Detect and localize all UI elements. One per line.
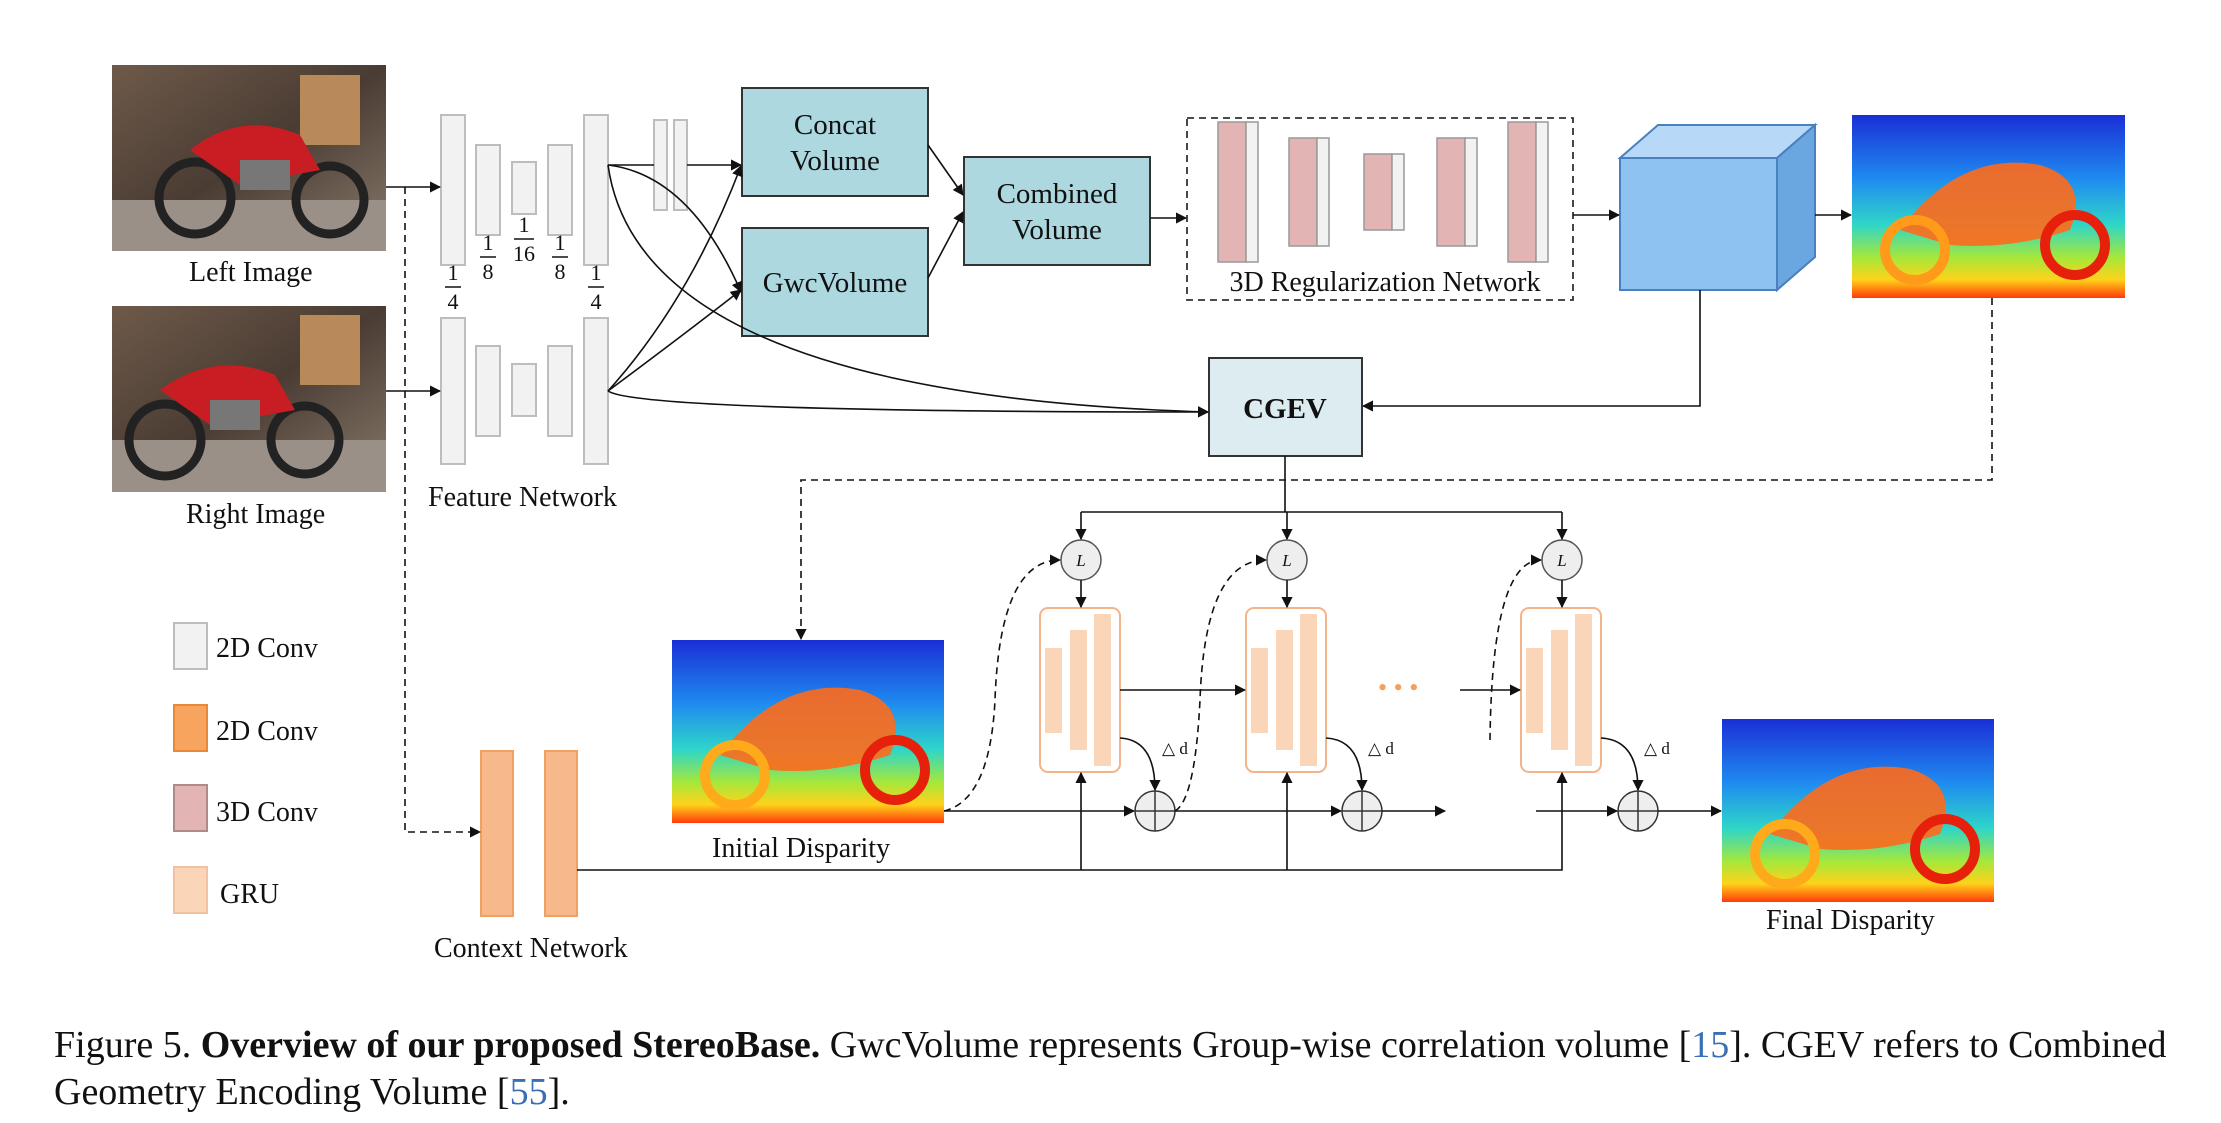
caption-text-2: ]. CGEV refers to Combined Geometry Enco… <box>54 1024 2167 1113</box>
svg-text:16: 16 <box>513 241 535 266</box>
svg-text:L: L <box>1556 551 1566 570</box>
gru-block-3 <box>1520 607 1602 773</box>
dashed-connections <box>404 187 1993 838</box>
feature-scale-fractions: 14 18 116 18 14 <box>445 212 604 314</box>
caption-text-3: ]. <box>547 1071 570 1113</box>
regularization-network: 3D Regularization Network <box>1186 117 1574 301</box>
caption-prefix: Figure 5. <box>54 1024 201 1066</box>
cost-volume-cube <box>1617 122 1818 293</box>
right-image-label: Right Image <box>186 499 325 530</box>
svg-text:Volume: Volume <box>1012 214 1102 246</box>
citation-link-55[interactable]: 55 <box>509 1071 548 1113</box>
delta-label-3: △ d <box>1644 739 1670 758</box>
svg-text:Concat: Concat <box>794 109 876 141</box>
regularization-label: 3D Regularization Network <box>1229 267 1540 298</box>
caption-text-1: GwcVolume represents Group-wise correlat… <box>820 1024 1692 1066</box>
add-node-1 <box>1134 790 1176 832</box>
gru-block-2 <box>1245 607 1327 773</box>
left-image <box>112 65 386 251</box>
svg-text:1: 1 <box>555 230 566 255</box>
legend-item-3d-conv: 3D Conv <box>173 784 318 832</box>
svg-text:1: 1 <box>483 230 494 255</box>
lookup-node-2: L <box>1266 539 1308 581</box>
feature-network-label: Feature Network <box>428 482 617 513</box>
initial-disparity-label: Initial Disparity <box>712 833 890 864</box>
lookup-node-3: L <box>1541 539 1583 581</box>
feature-network-right <box>440 317 609 465</box>
svg-text:4: 4 <box>448 289 459 314</box>
coarse-disparity-map <box>1852 115 2125 298</box>
svg-text:4: 4 <box>591 289 602 314</box>
scale-fraction-0: 14 <box>445 260 461 314</box>
caption-title: Overview of our proposed StereoBase. <box>200 1024 821 1066</box>
scale-fraction-3: 18 <box>552 230 568 284</box>
svg-text:1: 1 <box>591 260 602 285</box>
svg-text:2D Conv: 2D Conv <box>216 633 318 664</box>
svg-text:1: 1 <box>448 260 459 285</box>
svg-text:1: 1 <box>519 212 530 237</box>
svg-text:GwcVolume: GwcVolume <box>763 267 907 299</box>
small-conv-pair <box>653 119 688 211</box>
concat-volume-box: Concat Volume <box>741 87 929 197</box>
gru-block-1 <box>1039 607 1121 773</box>
svg-text:CGEV: CGEV <box>1243 393 1327 425</box>
context-network <box>480 750 578 917</box>
svg-text:Volume: Volume <box>790 145 880 177</box>
delta-label-1: △ d <box>1162 739 1188 758</box>
gwc-volume-box: GwcVolume <box>741 227 929 337</box>
add-node-3 <box>1617 790 1659 832</box>
legend-item-gru: GRU <box>173 866 279 914</box>
initial-disparity-map <box>672 640 944 823</box>
right-image <box>112 306 386 492</box>
svg-text:L: L <box>1075 551 1085 570</box>
legend-item-2d-conv-gray: 2D Conv <box>173 622 318 670</box>
lookup-node-1: L <box>1060 539 1102 581</box>
delta-label-2: △ d <box>1368 739 1394 758</box>
svg-text:Combined: Combined <box>997 178 1118 210</box>
add-node-2 <box>1341 790 1383 832</box>
scale-fraction-2: 116 <box>513 212 535 266</box>
legend-item-2d-conv-orange: 2D Conv <box>173 704 318 752</box>
legend: 2D Conv 2D Conv 3D Conv GRU <box>173 622 318 914</box>
figure-caption: Figure 5. Overview of our proposed Stere… <box>54 1022 2214 1116</box>
final-disparity-label: Final Disparity <box>1766 905 1935 936</box>
iteration-ellipsis: • • • <box>1378 673 1418 702</box>
combined-volume-box: Combined Volume <box>963 156 1151 266</box>
final-disparity-map <box>1722 719 1994 902</box>
svg-text:L: L <box>1281 551 1291 570</box>
svg-text:3D Conv: 3D Conv <box>216 797 318 828</box>
svg-text:GRU: GRU <box>220 879 279 910</box>
context-network-label: Context Network <box>434 933 628 964</box>
svg-text:8: 8 <box>555 259 566 284</box>
svg-text:2D Conv: 2D Conv <box>216 716 318 747</box>
scale-fraction-4: 14 <box>588 260 604 314</box>
citation-link-15[interactable]: 15 <box>1691 1024 1730 1066</box>
svg-text:8: 8 <box>483 259 494 284</box>
left-image-label: Left Image <box>189 257 313 288</box>
cgev-box: CGEV <box>1208 357 1363 457</box>
scale-fraction-1: 18 <box>480 230 496 284</box>
connections <box>386 144 1853 871</box>
